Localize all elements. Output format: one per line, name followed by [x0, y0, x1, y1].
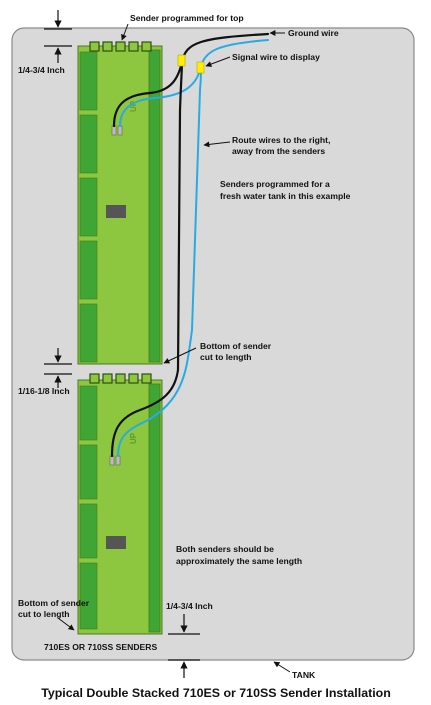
label-same-length-2: approximately the same length	[176, 556, 302, 566]
lower-ground-wire	[110, 60, 184, 458]
dimension-marks	[44, 10, 200, 678]
label-fresh-water-2: fresh water tank in this example	[220, 191, 351, 201]
lower-sender-connector	[89, 373, 152, 384]
label-bottom-gap: 1/4-3/4 Inch	[166, 601, 213, 611]
label-route-wires-1: Route wires to the right,	[232, 135, 330, 145]
leader-arrows	[57, 23, 291, 673]
lower-signal-wire	[117, 69, 202, 457]
label-tank: TANK	[292, 670, 316, 680]
label-lower-bottom-cut-1: Bottom of sender	[18, 598, 90, 608]
signal-splice	[196, 61, 205, 74]
upper-sender-chip	[106, 205, 126, 218]
diagram-caption: Typical Double Stacked 710ES or 710SS Se…	[41, 686, 391, 700]
lower-sender: UP	[77, 373, 163, 635]
upper-ground-wire	[112, 32, 270, 128]
upper-sender-up-mark: UP	[129, 100, 138, 112]
label-middle-gap: 1/16-1/8 Inch	[18, 386, 70, 396]
label-bottom-cut-2: cut to length	[200, 352, 252, 362]
upper-sender: UP	[77, 41, 163, 365]
label-fresh-water-1: Senders programmed for a	[220, 179, 330, 189]
label-ground-wire: Ground wire	[288, 28, 339, 38]
lower-sender-up-mark: UP	[129, 432, 138, 444]
label-bottom-cut-1: Bottom of sender	[200, 341, 272, 351]
label-senders: 710ES OR 710SS SENDERS	[44, 642, 157, 652]
wires	[110, 32, 270, 458]
lower-sender-chip	[106, 536, 126, 549]
label-same-length-1: Both senders should be	[176, 544, 274, 554]
label-sender-top: Sender programmed for top	[130, 13, 244, 23]
label-signal-wire: Signal wire to display	[232, 52, 320, 62]
label-lower-bottom-cut-2: cut to length	[18, 609, 70, 619]
ground-splice	[177, 54, 186, 67]
upper-signal-wire	[119, 39, 269, 127]
upper-sender-connector	[89, 41, 152, 52]
label-top-gap: 1/4-3/4 Inch	[18, 65, 65, 75]
label-route-wires-2: away from the senders	[232, 146, 325, 156]
